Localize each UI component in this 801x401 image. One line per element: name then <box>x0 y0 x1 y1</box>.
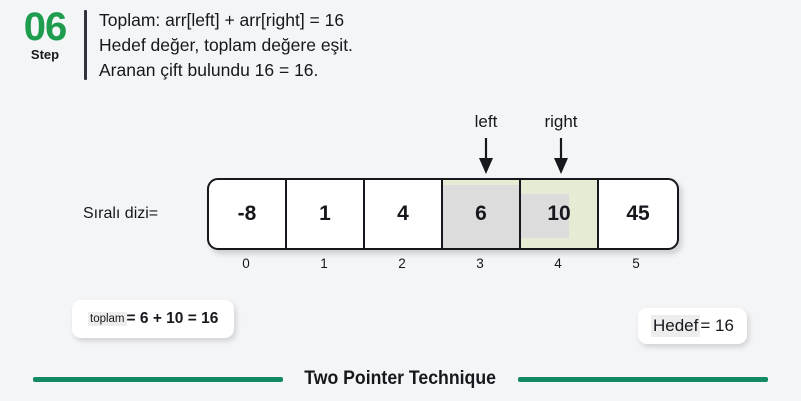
array-cell-value: -8 <box>237 202 257 225</box>
pointer-right-label: right <box>544 112 578 131</box>
array-index-4: 4 <box>554 256 562 271</box>
pointer-left: left <box>446 112 526 174</box>
sum-info-box: toplam = 6 + 10 = 16 <box>72 300 235 338</box>
step-number: 06 <box>23 5 68 49</box>
array-index-row: 0 1 2 3 4 5 <box>207 256 675 271</box>
array-cell-value: 4 <box>397 202 409 225</box>
array-label: Sıralı dizi= <box>83 205 159 222</box>
sum-expression: = 6 + 10 = 16 <box>126 310 219 327</box>
array-cell-1[interactable]: 1 <box>287 180 365 248</box>
step-header: 06 Step Toplam: arr[left] + arr[right] =… <box>14 6 353 83</box>
array-cell-value: 1 <box>319 202 331 225</box>
target-keyword: Hedef <box>651 315 701 337</box>
target-info-box: Hedef = 16 <box>638 308 747 344</box>
footer-title: Two Pointer Technique <box>304 368 497 389</box>
array-cell-5[interactable]: 45 <box>599 180 677 248</box>
footer-rule-left <box>33 376 283 382</box>
array-cell-3[interactable]: 6 <box>443 180 521 248</box>
array-cell-0[interactable]: -8 <box>209 180 287 248</box>
array-index-3: 3 <box>476 256 484 271</box>
array-index-5: 5 <box>632 256 640 271</box>
footer-rule-right <box>518 376 769 382</box>
target-expression: = 16 <box>700 316 734 335</box>
description-line-1: Toplam: arr[left] + arr[right] = 16 <box>99 10 345 30</box>
array-index-2: 2 <box>398 256 406 271</box>
array-cell-value: 6 <box>475 202 487 225</box>
step-word-label: Step <box>30 47 60 62</box>
array-cell-value: 45 <box>626 202 650 225</box>
pointer-right: right <box>521 112 601 174</box>
footer: Two Pointer Technique <box>0 368 801 390</box>
header-divider <box>84 10 87 80</box>
down-arrow-icon <box>554 138 568 174</box>
description-line-2: Hedef değer, toplam değere eşit. <box>99 35 353 55</box>
step-badge: 06 Step <box>14 6 76 62</box>
array-cell-2[interactable]: 4 <box>365 180 443 248</box>
down-arrow-icon <box>479 138 493 174</box>
array-cell-value: 10 <box>547 202 571 225</box>
array-index-1: 1 <box>320 256 328 271</box>
pointer-left-label: left <box>474 112 498 131</box>
description-line-3: Aranan çift bulundu 16 = 16. <box>99 60 319 80</box>
sum-keyword: toplam <box>88 312 127 326</box>
array-index-0: 0 <box>242 256 250 271</box>
array-cell-4[interactable]: 10 <box>521 180 599 248</box>
step-description: Toplam: arr[left] + arr[right] = 16 Hede… <box>99 6 353 83</box>
array-container: -8 1 4 6 10 45 <box>207 178 679 250</box>
